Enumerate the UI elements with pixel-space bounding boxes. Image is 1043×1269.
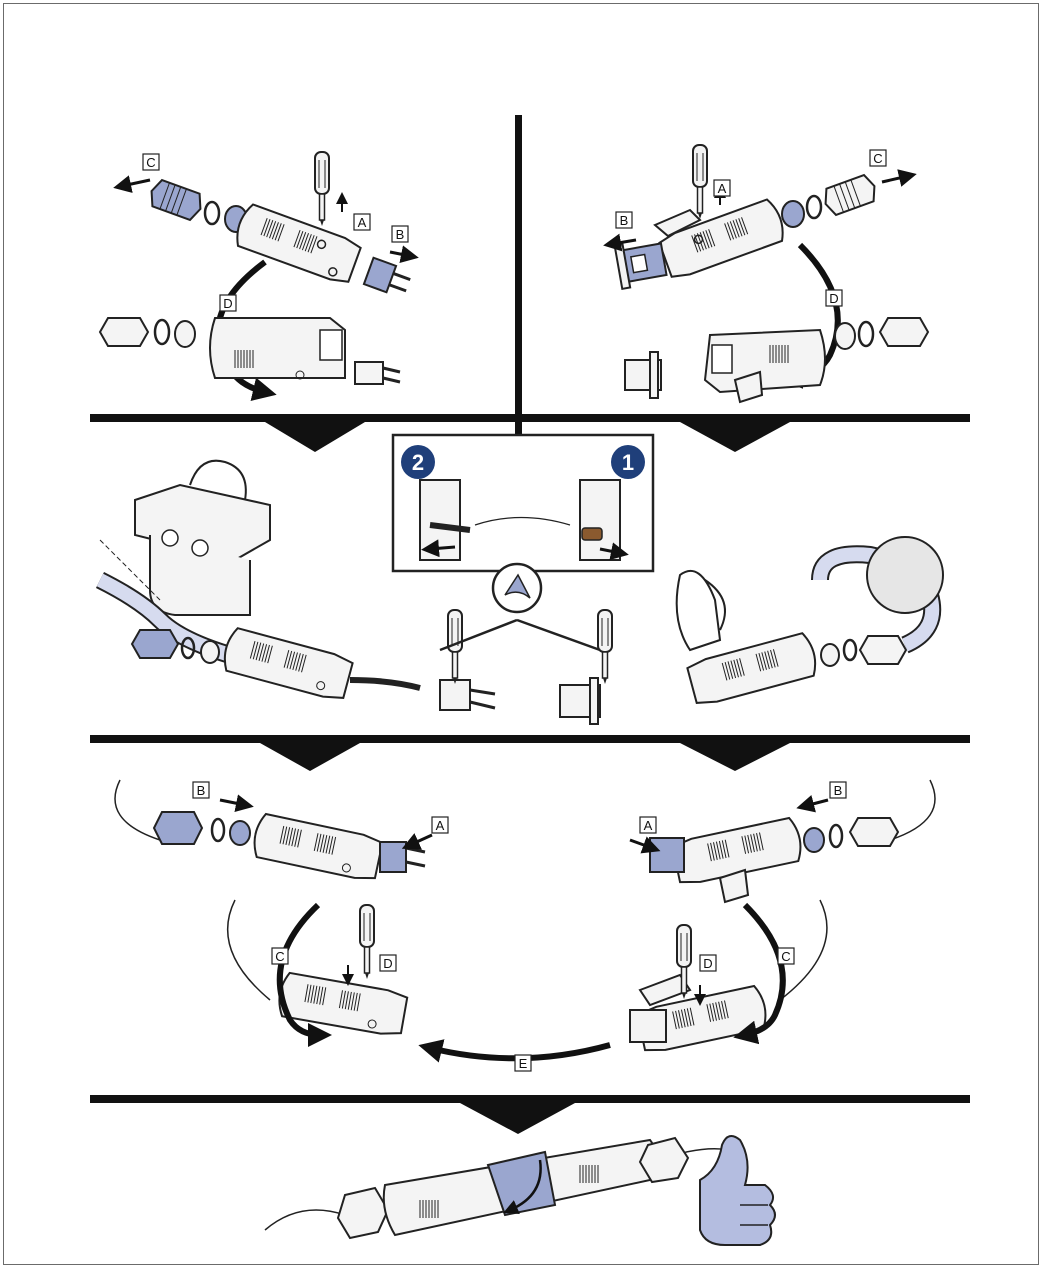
label-C: C	[869, 149, 887, 167]
wrap-tool-icon	[486, 1150, 557, 1217]
svg-text:B: B	[396, 227, 405, 242]
label-D: D	[379, 954, 397, 972]
panel-wiring: 2 1	[95, 433, 944, 725]
svg-text:D: D	[829, 291, 838, 306]
divider-2	[90, 735, 970, 743]
hand-icon	[675, 569, 722, 652]
label-A: A	[713, 179, 731, 197]
svg-text:A: A	[718, 181, 727, 196]
label-A: A	[639, 816, 657, 834]
gland-nut	[824, 173, 876, 217]
svg-text:2: 2	[412, 450, 424, 475]
connector-body	[253, 812, 384, 880]
screwdriver-icon	[692, 144, 708, 220]
svg-text:A: A	[436, 818, 445, 833]
page-frame	[3, 3, 1039, 1265]
svg-text:B: B	[620, 213, 629, 228]
screwdriver-icon	[359, 904, 375, 980]
down-chevron-icon	[460, 1103, 575, 1134]
connector-body	[686, 632, 817, 704]
panel-disassemble-socket: C A B D	[603, 144, 930, 404]
socket-insert	[629, 1009, 667, 1043]
svg-text:C: C	[146, 155, 155, 170]
connector-body	[223, 627, 354, 699]
svg-text:C: C	[781, 949, 790, 964]
exploded-parts-row	[624, 317, 930, 404]
down-chevron-icon	[265, 422, 365, 452]
earth-tab	[653, 208, 702, 238]
label-B: B	[192, 781, 210, 799]
connector-body	[658, 198, 784, 278]
svg-text:B: B	[197, 783, 206, 798]
rotate-arrow	[276, 902, 332, 1047]
label-E: E	[514, 1054, 532, 1072]
svg-text:D: D	[223, 296, 232, 311]
screwdriver-icon	[597, 609, 613, 685]
label-D: D	[219, 294, 237, 312]
exploded-parts-row	[98, 317, 401, 385]
junction-box	[99, 459, 271, 616]
label-C: C	[142, 153, 160, 171]
plug-insert	[362, 256, 411, 294]
socket-insert	[613, 242, 668, 291]
divider-1	[90, 414, 970, 422]
down-chevron-icon	[680, 743, 790, 771]
svg-text:C: C	[873, 151, 882, 166]
gland-nut	[336, 1186, 390, 1240]
plug-insert	[379, 841, 407, 873]
svg-text:C: C	[275, 949, 284, 964]
down-chevron-icon	[260, 743, 360, 771]
svg-text:1: 1	[622, 450, 634, 475]
down-chevron-icon	[680, 422, 790, 452]
gland-nut	[152, 811, 204, 845]
svg-text:D: D	[703, 956, 712, 971]
detail-inset: 2 1	[391, 433, 655, 573]
svg-text:A: A	[644, 818, 653, 833]
screwdriver-icon	[314, 151, 330, 227]
label-B: B	[829, 781, 847, 799]
panel-disassemble-plug: C A B D	[98, 151, 419, 401]
gland-nut	[848, 817, 900, 847]
panel-final	[264, 1135, 776, 1246]
connector-body	[236, 203, 362, 283]
svg-text:D: D	[383, 956, 392, 971]
section-dividers	[90, 115, 970, 1134]
gland-nut	[858, 635, 908, 665]
label-B: B	[615, 211, 633, 229]
label-D: D	[699, 954, 717, 972]
thumbs-up-icon	[699, 1135, 776, 1246]
o-ring	[203, 200, 221, 226]
plug-insert	[439, 679, 471, 711]
svg-text:A: A	[358, 215, 367, 230]
label-B: B	[391, 225, 409, 243]
svg-text:E: E	[519, 1056, 528, 1071]
svg-text:B: B	[834, 783, 843, 798]
step-badge-2: 2	[401, 445, 435, 479]
panel-reassemble: B A C D B A C D E	[114, 779, 936, 1072]
label-A: A	[431, 816, 449, 834]
label-A: A	[353, 213, 371, 231]
divider-3	[90, 1095, 970, 1103]
gland-nut	[130, 629, 180, 659]
label-D: D	[825, 289, 843, 307]
vertical-divider	[515, 115, 522, 435]
lamp-cap	[866, 536, 944, 614]
label-C: C	[777, 947, 795, 965]
label-C: C	[271, 947, 289, 965]
connector-body	[278, 971, 409, 1035]
step-badge-1: 1	[611, 445, 645, 479]
socket-insert	[649, 837, 685, 873]
gland-nut	[150, 178, 202, 222]
rotate-arrow	[733, 902, 786, 1045]
